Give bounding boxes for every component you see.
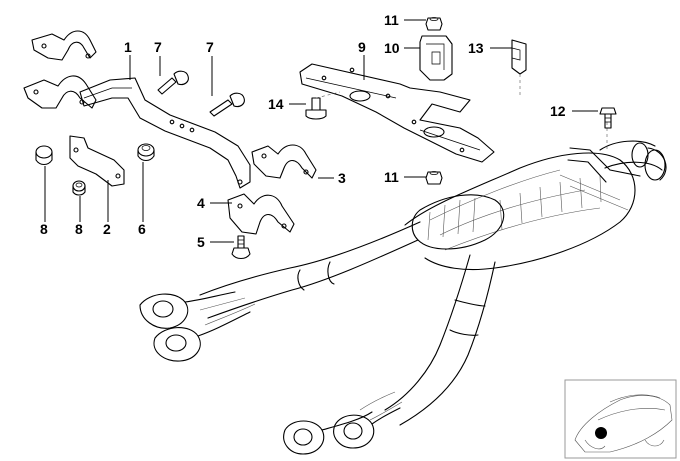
callout-4: 4 xyxy=(197,195,205,211)
callout-7-right: 7 xyxy=(206,39,214,55)
callout-6: 6 xyxy=(138,221,146,237)
leader-lines xyxy=(44,19,598,243)
part-5-bolt xyxy=(231,235,251,260)
part-10-rubber-mount xyxy=(419,35,453,81)
callout-14: 14 xyxy=(268,96,284,112)
callout-2: 2 xyxy=(103,221,111,237)
part-11-nut-bottom xyxy=(425,171,443,185)
callout-9: 9 xyxy=(358,39,366,55)
clamp-upper-left xyxy=(23,30,97,109)
callout-8-right: 8 xyxy=(75,221,83,237)
part-8-grommet-small xyxy=(72,180,86,196)
part-13-clip xyxy=(511,39,527,96)
part-8-grommet-large xyxy=(35,145,53,166)
part-11-nut-top xyxy=(425,17,443,31)
part-9-mounting-plate xyxy=(299,63,495,163)
callout-11-top: 11 xyxy=(384,12,399,28)
part-4-clamp xyxy=(227,193,295,235)
part-1-cross-bracket xyxy=(79,77,251,189)
callout-labels: 1 2 3 4 5 6 7 7 8 8 9 10 11 11 12 13 14 xyxy=(40,12,566,250)
callout-10: 10 xyxy=(384,40,400,56)
callout-1: 1 xyxy=(124,39,132,55)
part-7-bolt-upper xyxy=(157,70,189,95)
part-7-bolt-lower xyxy=(209,92,245,117)
callout-11-bottom: 11 xyxy=(384,169,399,185)
part-2-bracket xyxy=(69,135,125,187)
exhaust-system xyxy=(139,122,667,455)
callout-13: 13 xyxy=(468,40,484,56)
locator-dot xyxy=(595,427,607,439)
part-3-clamp xyxy=(251,144,317,179)
vehicle-locator-inset xyxy=(564,379,677,459)
callout-12: 12 xyxy=(550,103,566,119)
part-12-bolt xyxy=(599,107,617,129)
callout-3: 3 xyxy=(338,170,346,186)
callout-5: 5 xyxy=(197,234,205,250)
callout-7-left: 7 xyxy=(154,39,162,55)
part-6-grommet xyxy=(137,143,155,162)
callout-8-left: 8 xyxy=(40,221,48,237)
part-14-bolt xyxy=(305,91,341,120)
